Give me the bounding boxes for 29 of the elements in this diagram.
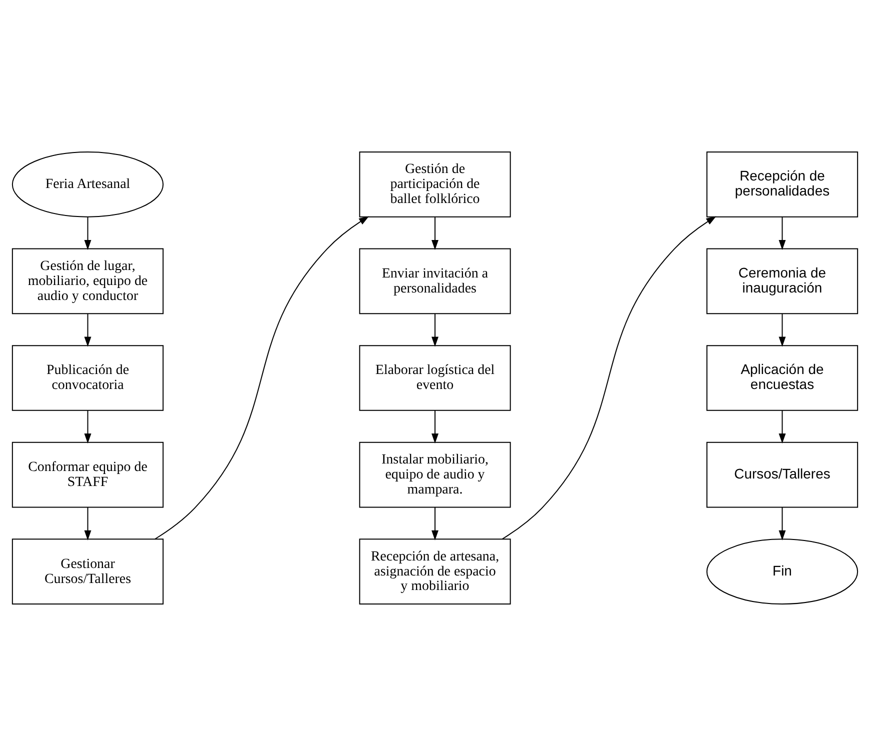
arrow: [778, 506, 786, 540]
node-box: Cursos/Talleres: [706, 441, 858, 508]
arrow: [778, 216, 786, 250]
arrow: [432, 216, 438, 250]
node-box: Gestión de lugar, mobiliario, equipo de audio y conductor: [12, 248, 164, 314]
node-ellipse: Fin: [706, 538, 858, 604]
arrow: [778, 410, 786, 444]
node-box: Publicación de convocatoria: [12, 344, 164, 410]
node-ellipse: Feria Artesanal: [12, 151, 164, 217]
arrow: [502, 216, 716, 539]
arrow: [432, 410, 438, 444]
arrow: [432, 506, 438, 540]
arrow: [84, 216, 92, 250]
node-box: Recepción de artesana, asignación de espacio y mobiliario: [359, 538, 511, 604]
node-box: Elaborar logística del evento: [359, 344, 511, 410]
node-box: Aplicación de encuestas: [706, 344, 858, 410]
node-box: Gestionar Cursos/Talleres: [12, 538, 164, 604]
arrow: [84, 410, 92, 444]
node-box: Recepción de personalidades: [706, 151, 858, 217]
node-box: Conformar equipo de STAFF: [12, 441, 164, 508]
node-box: Enviar invitación a personalidades: [359, 248, 511, 314]
arrow: [84, 506, 92, 540]
node-box: Ceremonia de inauguración: [706, 248, 858, 314]
node-box: Instalar mobiliario, equipo de audio y mampara.: [359, 441, 511, 508]
arrow: [432, 312, 438, 346]
arrow: [154, 216, 369, 539]
arrow: [778, 312, 786, 346]
node-box: Gestión de participación de ballet folklórico: [359, 151, 511, 217]
arrow: [84, 312, 92, 346]
